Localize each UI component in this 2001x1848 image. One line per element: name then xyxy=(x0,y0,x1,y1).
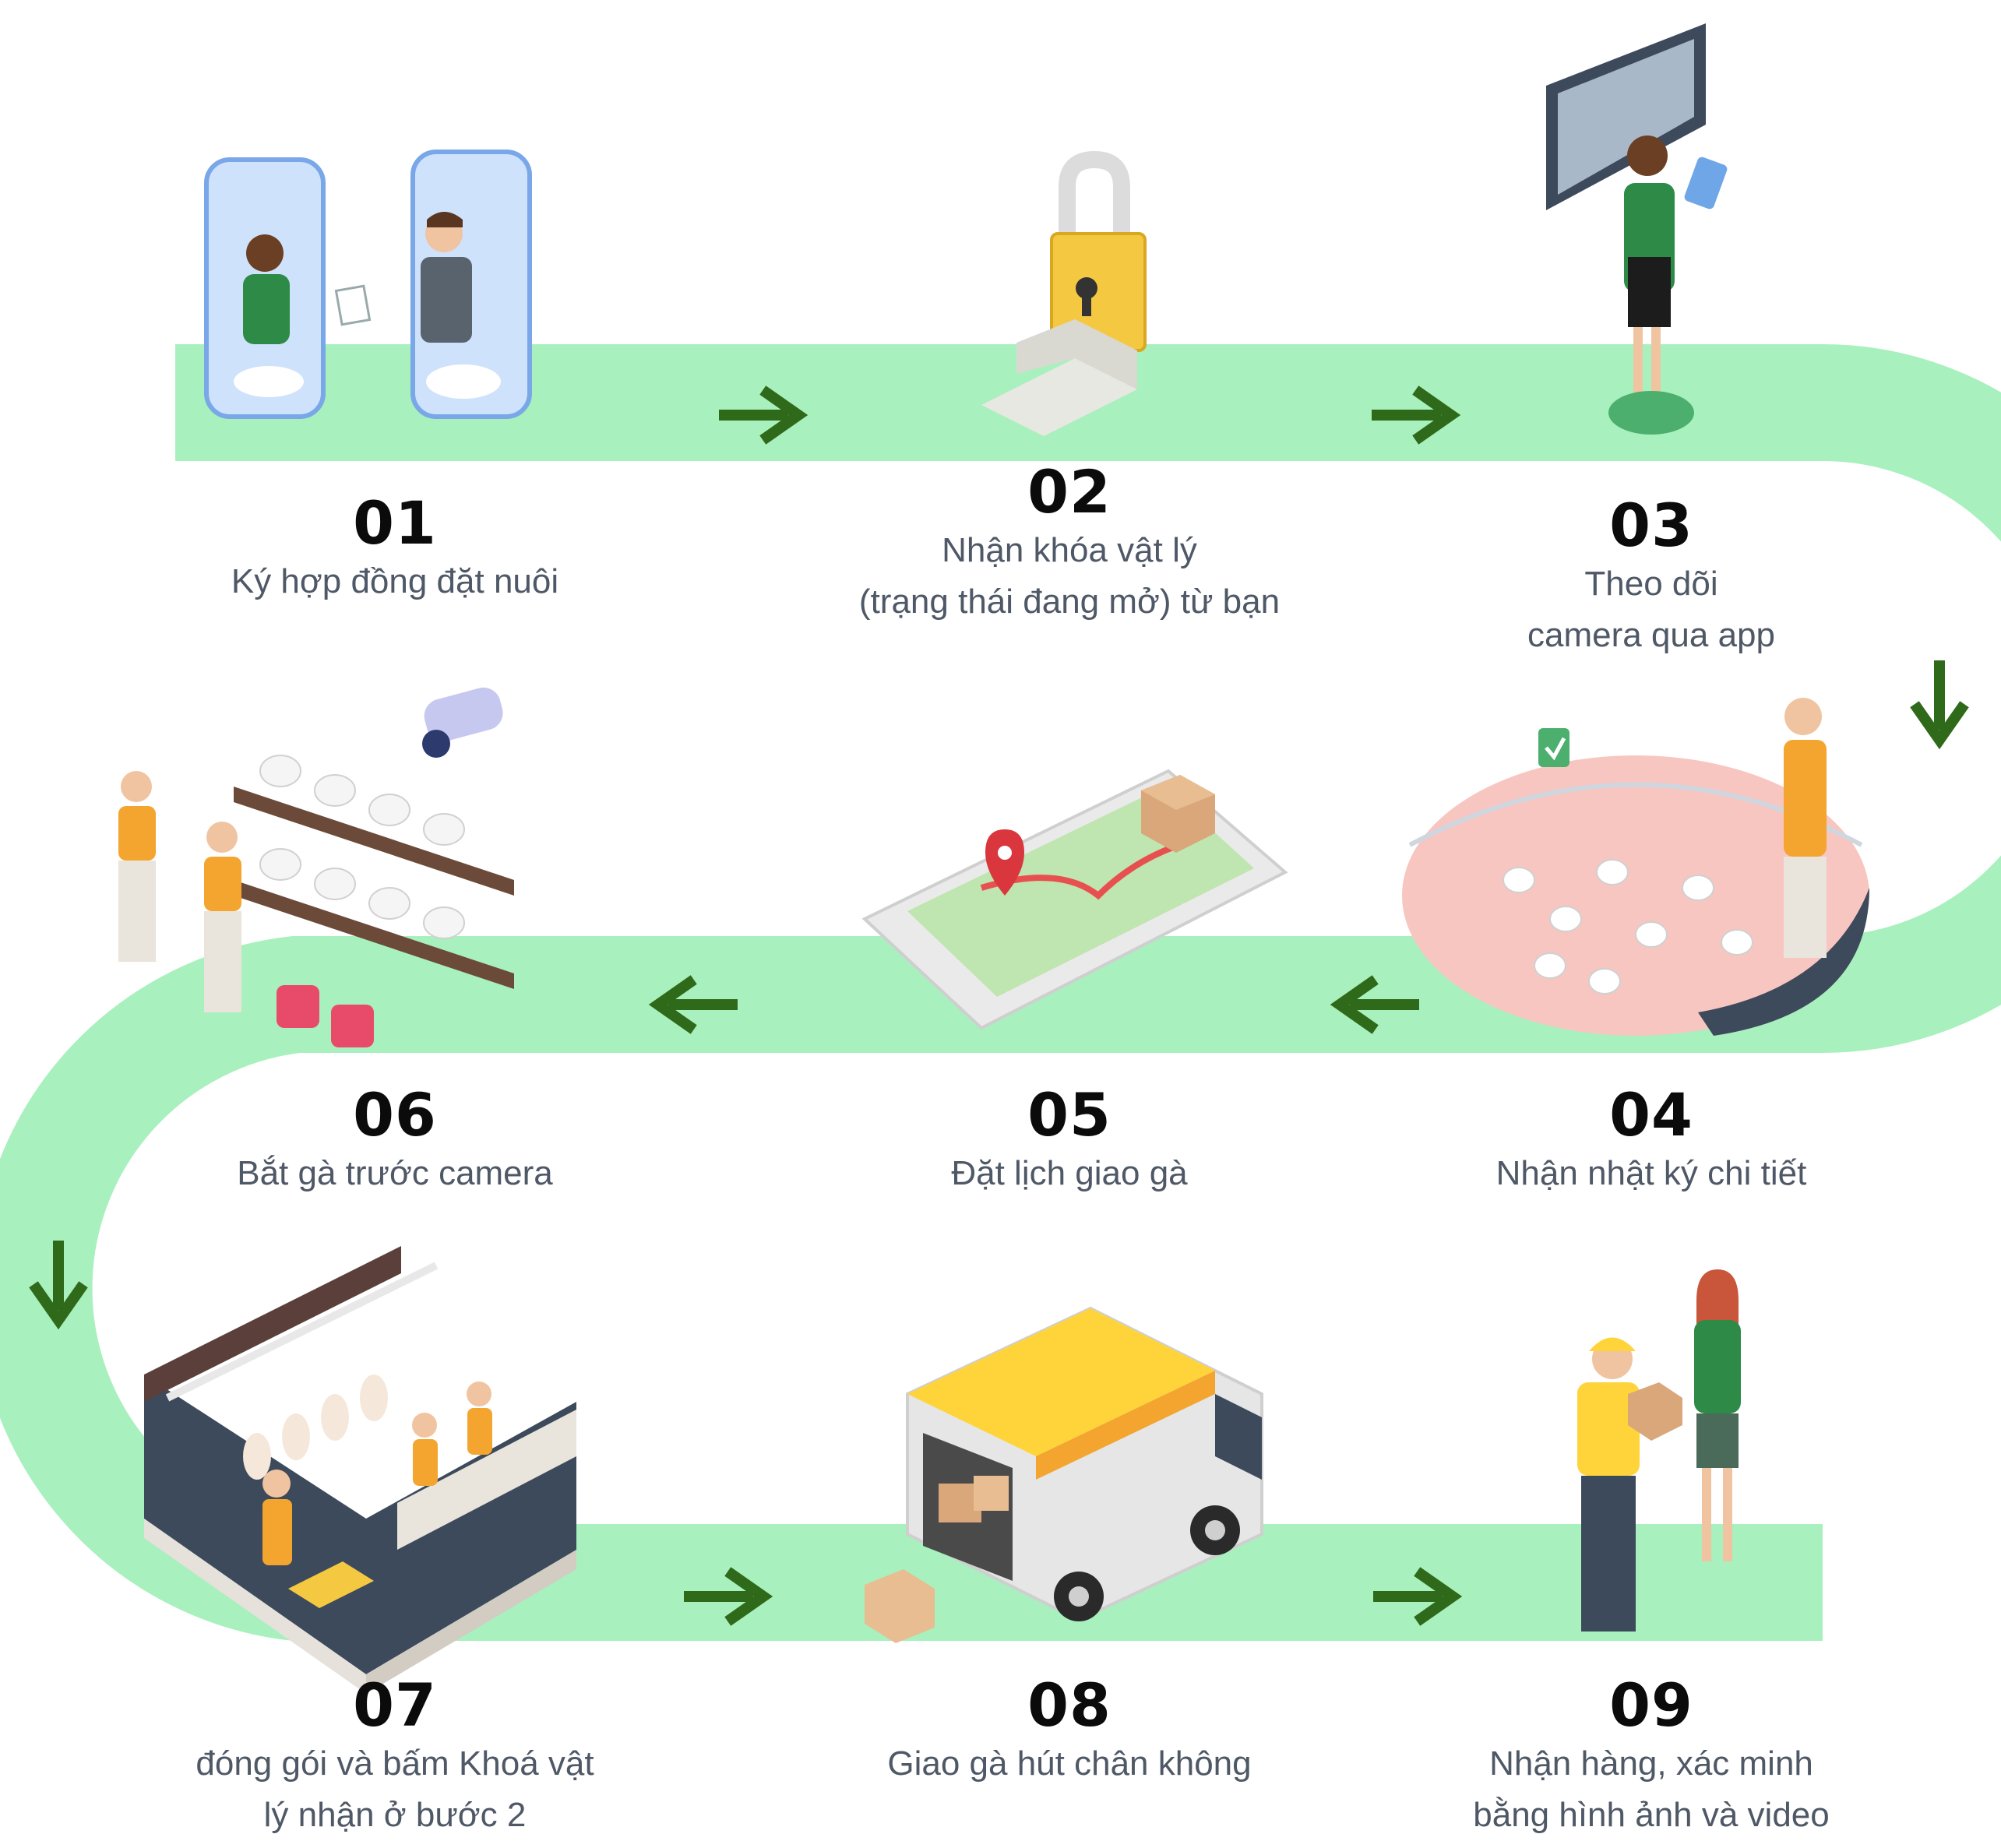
step-01: 01 Ký hợp đồng đặt nuôi xyxy=(99,491,691,607)
step-number: 01 xyxy=(353,488,437,558)
step-caption-line: đóng gói và bấm Khoá vật xyxy=(196,1744,594,1783)
arrow-right-icon xyxy=(684,1567,773,1626)
arrow-left-icon xyxy=(648,975,738,1034)
arrow-down-icon xyxy=(1910,660,1969,750)
catch-chicken-camera-icon xyxy=(118,687,514,1047)
step-number: 07 xyxy=(353,1670,437,1740)
receive-package-icon xyxy=(1577,1269,1741,1632)
delivery-truck-icon xyxy=(865,1306,1263,1643)
step-07: 07 đóng gói và bấm Khoá vật lý nhận ở bư… xyxy=(99,1673,691,1841)
step-caption-line: Đặt lịch giao gà xyxy=(951,1153,1188,1192)
step-caption-line: Nhận hàng, xác minh xyxy=(1489,1744,1813,1783)
step-caption-line: Theo dõi xyxy=(1584,564,1718,603)
step-caption-line: Nhận nhật ký chi tiết xyxy=(1495,1153,1807,1192)
step-caption-line: bằng hình ảnh và video xyxy=(1473,1795,1830,1834)
step-number: 05 xyxy=(1027,1080,1111,1149)
step-number: 09 xyxy=(1609,1670,1693,1740)
step-caption-line: lý nhận ở bước 2 xyxy=(263,1795,527,1834)
contract-handshake-icon xyxy=(204,150,532,419)
chicken-farm-log-icon xyxy=(1402,698,1869,1036)
step-09: 09 Nhận hàng, xác minh bằng hình ảnh và … xyxy=(1355,1673,1947,1841)
step-caption-line: Nhận khóa vật lý xyxy=(942,530,1197,569)
step-caption-line: Bắt gà trước camera xyxy=(237,1153,553,1192)
step-caption-line: Ký hợp đồng đặt nuôi xyxy=(231,561,559,600)
arrow-right-icon xyxy=(1373,1567,1463,1626)
flow-arrows xyxy=(29,385,1969,1626)
step-08: 08 Giao gà hút chân không xyxy=(773,1673,1365,1790)
camera-monitor-icon xyxy=(1546,23,1728,435)
packing-line-icon xyxy=(144,1246,576,1694)
step-02: 02 Nhận khóa vật lý (trạng thái đang mở)… xyxy=(773,459,1365,628)
delivery-map-icon xyxy=(861,769,1288,1030)
step-caption-line: Giao gà hút chân không xyxy=(887,1744,1252,1783)
step-number: 06 xyxy=(353,1080,437,1149)
step-number: 08 xyxy=(1027,1670,1111,1740)
step-06: 06 Bắt gà trước camera xyxy=(99,1082,691,1199)
arrow-right-icon xyxy=(1372,385,1461,445)
step-04: 04 Nhận nhật ký chi tiết xyxy=(1355,1082,1947,1199)
arrow-left-icon xyxy=(1330,975,1419,1034)
track-row-1 xyxy=(175,344,2001,1053)
step-number: 03 xyxy=(1609,491,1693,560)
step-number: 02 xyxy=(1027,457,1111,526)
step-05: 05 Đặt lịch giao gà xyxy=(773,1082,1365,1199)
step-03: 03 Theo dõi camera qua app xyxy=(1355,493,1947,661)
step-caption-line: camera qua app xyxy=(1527,615,1775,654)
arrow-down-icon xyxy=(29,1241,88,1330)
padlock-icon xyxy=(981,150,1147,436)
step-number: 04 xyxy=(1609,1080,1693,1149)
step-caption-line: (trạng thái đang mở) từ bạn xyxy=(858,582,1281,621)
arrow-right-icon xyxy=(719,385,809,445)
